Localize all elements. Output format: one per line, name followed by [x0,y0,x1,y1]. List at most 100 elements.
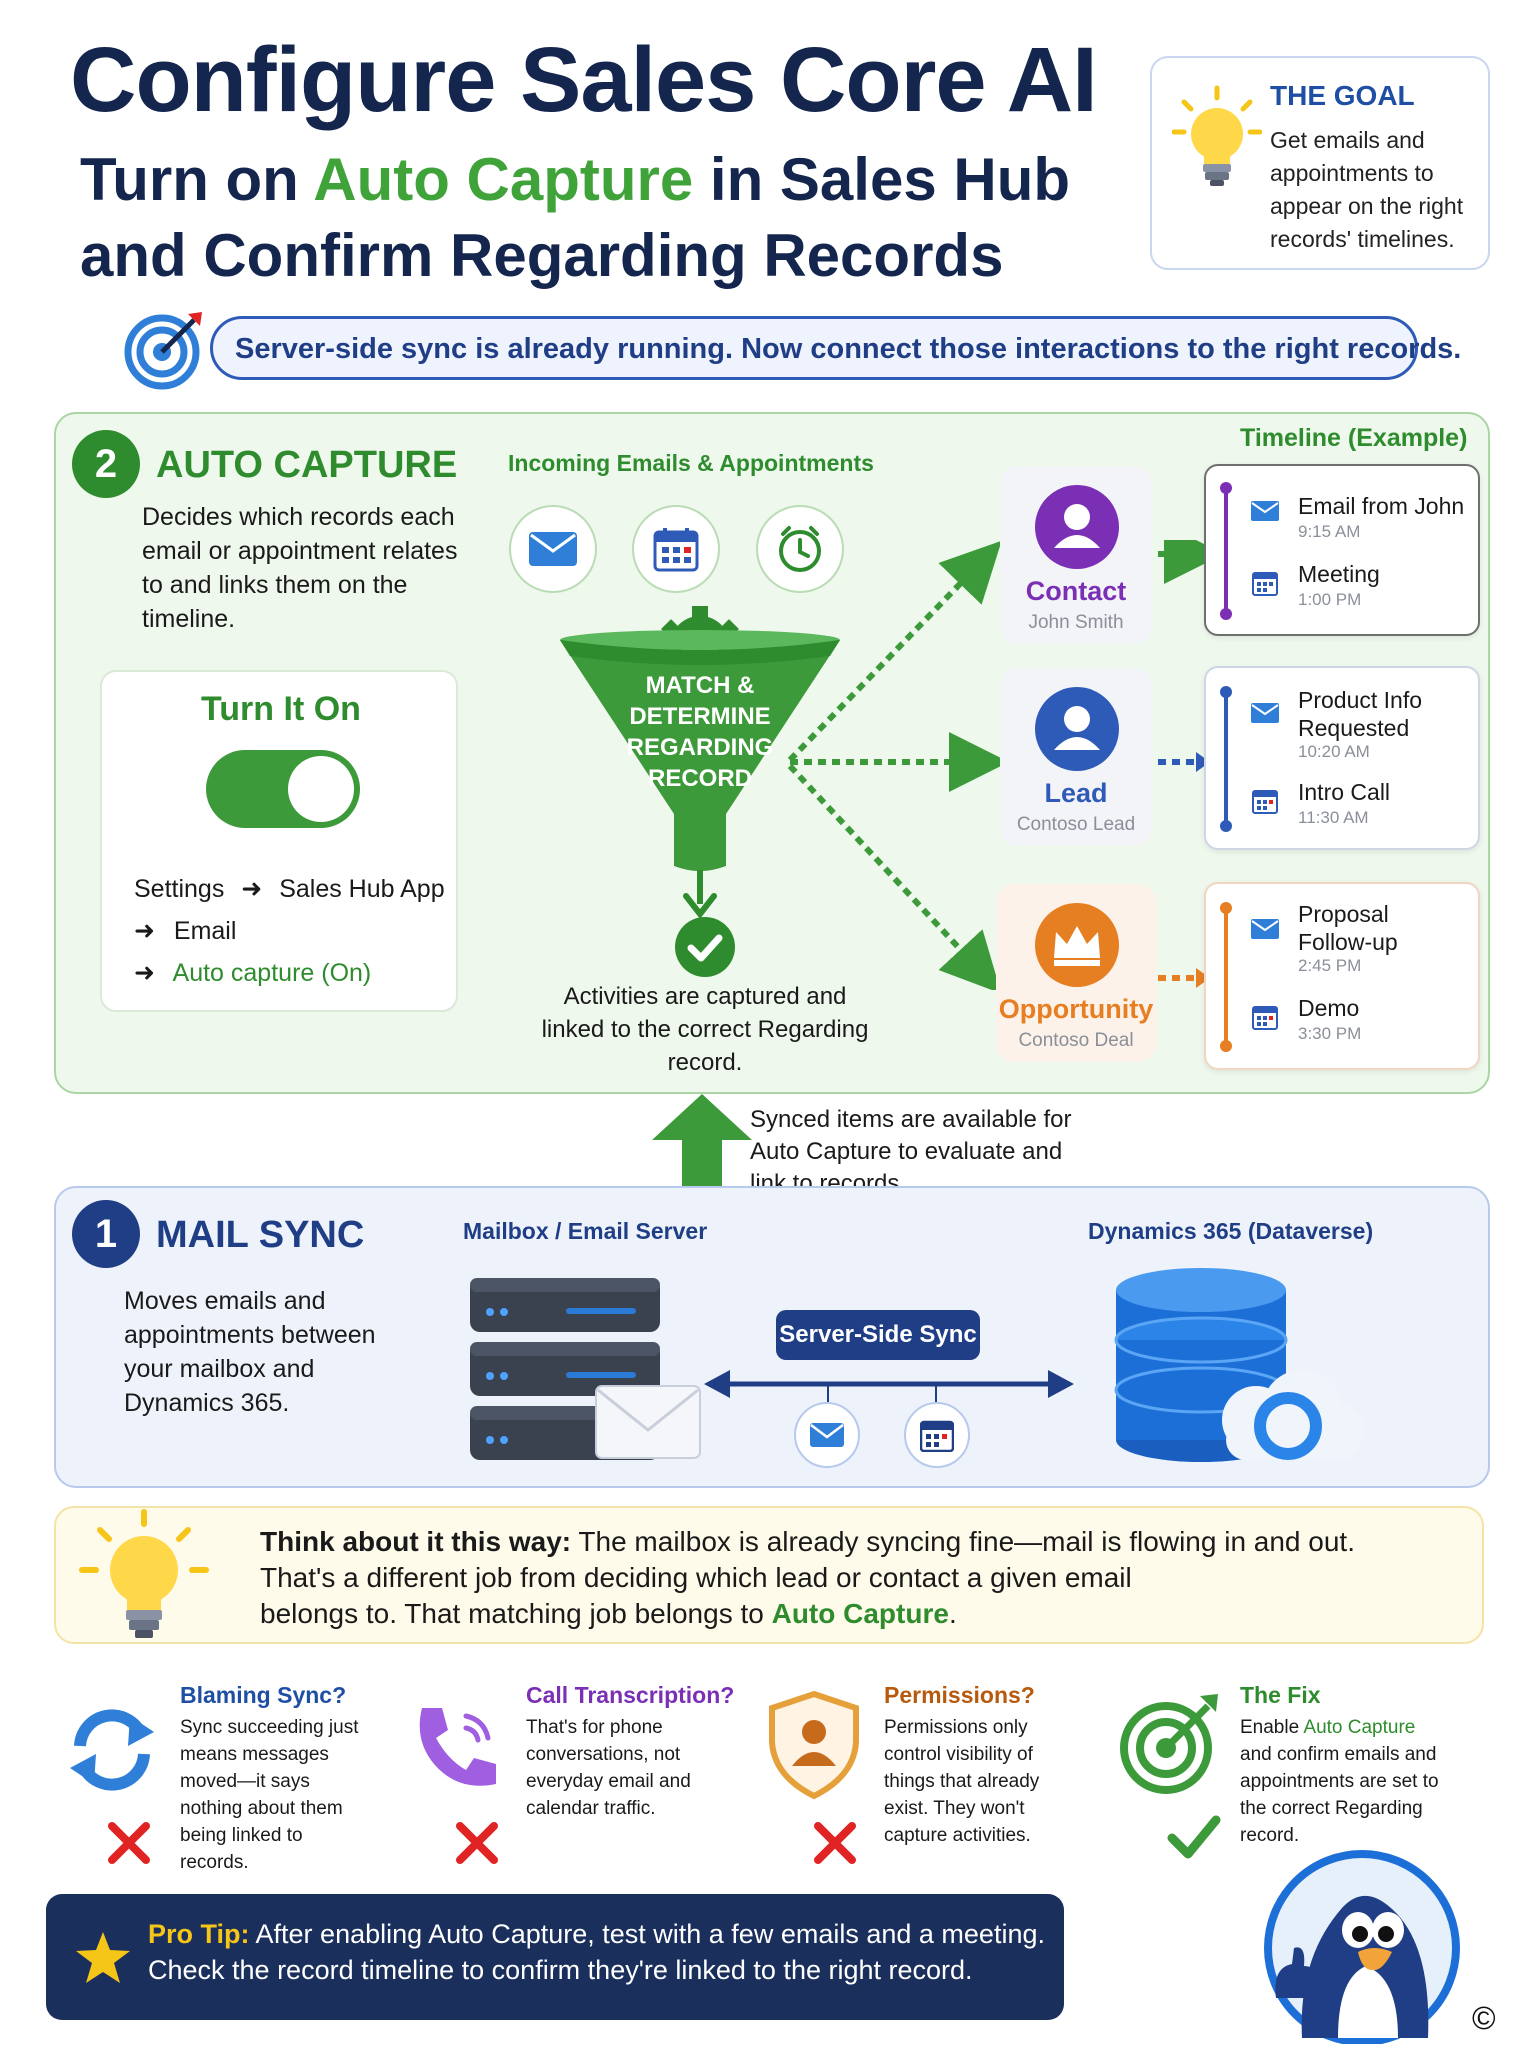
incoming-label: Incoming Emails & Appointments [508,450,874,476]
timeline-item-title: Intro Call [1298,779,1391,805]
email-icon [1250,918,1280,940]
record-name-lead: Contoso Lead [1016,814,1136,835]
timeline-card-lead: Product Info Requested 10:20 AM Intro Ca… [1204,666,1480,850]
timeline-item-time: 3:30 PM [1298,1024,1362,1043]
crown-icon [1034,902,1120,988]
copyright-symbol: © [1472,2000,1496,2036]
x-mark-icon [106,1820,152,1866]
record-card-lead[interactable]: Lead Contoso Lead [1000,668,1152,846]
star-icon [74,1930,132,1986]
auto-capture-description: Decides which records each email or appo… [142,503,458,633]
shield-user-icon [766,1690,862,1800]
record-name-opportunity: Contoso Deal [1018,1030,1134,1051]
server-side-sync-pill: Server-Side Sync [776,1310,980,1360]
timeline-label: Timeline (Example) [1240,424,1468,452]
myth-title: Blaming Sync? [180,1682,347,1708]
goal-title: THE GOAL [1270,80,1415,111]
timeline-item-title: Email from John [1298,493,1465,519]
pro-tip-banner: Pro Tip: After enabling Auto Capture, te… [46,1894,1064,2020]
myth-text: Sync succeeding just means messages move… [180,1717,359,1873]
arrow-right-icon: ➜ [134,917,155,945]
captured-text: Activities are captured and linked to th… [541,983,869,1076]
step-number-1: 1 [72,1200,140,1268]
record-type-lead: Lead [1044,778,1108,808]
routing-arrows [780,540,1210,990]
auto-capture-toggle[interactable] [206,750,360,828]
fix-text: Enable Auto Capture and confirm emails a… [1240,1717,1439,1846]
incoming-calendar-icon [632,505,720,593]
arrow-right-icon: ➜ [134,959,155,987]
timeline-item-time: 9:15 AM [1298,522,1361,541]
x-mark-icon [812,1820,858,1866]
step-number-2: 2 [72,430,140,498]
timeline-item-time: 2:45 PM [1298,956,1362,975]
email-icon [1250,702,1280,724]
page-title: Configure Sales Core AI [70,29,1098,131]
timeline-bar [1224,484,1228,616]
funnel-graphic [540,600,860,940]
funnel-label: MATCH & DETERMINE REGARDING RECORD [626,672,774,792]
sync-email-icon [794,1402,860,1468]
sync-refresh-icon [64,1702,160,1798]
banner-text: Server-side sync is already running. Now… [235,333,1462,365]
toggle-knob [288,756,354,822]
x-mark-icon [454,1820,500,1866]
summary-banner: Server-side sync is already running. Now… [210,316,1461,380]
server-stack-icon [466,1270,706,1464]
record-type-opportunity: Opportunity [998,994,1154,1024]
target-icon [1118,1692,1222,1796]
timeline-item-title: Proposal Follow-up [1298,901,1398,955]
myth-title: Permissions? [884,1682,1035,1708]
myth-text: That's for phone conversations, not ever… [526,1717,691,1819]
record-card-contact[interactable]: Contact John Smith [1000,466,1152,644]
contact-person-icon [1034,484,1120,570]
mail-sync-title: MAIL SYNC [156,1214,365,1256]
check-circle-icon [674,916,736,978]
mailbox-label: Mailbox / Email Server [463,1218,708,1244]
timeline-item-title: Demo [1298,995,1360,1021]
page-subtitle: Turn on Auto Capture in Sales Hub and Co… [80,146,1071,289]
goal-text: Get emails and appointments to appear on… [1270,127,1464,252]
timeline-item-time: 10:20 AM [1298,742,1370,761]
calendar-icon [1252,1004,1278,1030]
sync-calendar-icon [904,1402,970,1468]
subtitle-highlight: Auto Capture [313,146,694,213]
auto-capture-title: AUTO CAPTURE [156,444,458,486]
incoming-email-icon [509,505,597,593]
auto-capture-setting[interactable]: Auto capture (On) [172,959,372,987]
lead-person-icon [1034,686,1120,772]
turn-on-card: Turn It On Settings ➜ Sales Hub App ➜ Em… [100,670,458,1012]
timeline-item-time: 11:30 AM [1298,808,1369,827]
sync-note: Synced items are available for Auto Capt… [750,1106,1072,1197]
dynamics-label: Dynamics 365 (Dataverse) [1088,1218,1374,1244]
phone-icon [408,1700,504,1796]
myth-text: Permissions only control visibility of t… [884,1717,1040,1846]
mail-sync-description: Moves emails and appointments between yo… [124,1287,376,1417]
timeline-item-title: Meeting [1298,561,1380,587]
think-panel: Think about it this way: The mailbox is … [54,1506,1484,1644]
pro-tip-text: Pro Tip: After enabling Auto Capture, te… [148,1919,1045,1985]
think-text: Think about it this way: The mailbox is … [260,1526,1355,1629]
lightbulb-icon [74,1508,214,1644]
settings-path-line3: ➜ Auto capture (On) [134,958,371,988]
database-cloud-icon [1106,1260,1366,1470]
check-mark-icon [1166,1814,1222,1860]
bidirectional-arrow [704,1364,1074,1404]
timeline-item-title: Product Info Requested [1298,687,1423,741]
settings-path-line2: ➜ Email [134,917,237,945]
record-card-opportunity[interactable]: Opportunity Contoso Deal [996,884,1156,1062]
target-icon [122,308,206,392]
settings-path-line1: Settings ➜ Sales Hub App [134,875,445,903]
email-icon [1250,500,1280,522]
turn-on-title: Turn It On [201,690,361,728]
incoming-clock-icon [756,505,844,593]
timeline-card-opportunity: Proposal Follow-up 2:45 PM Demo 3:30 PM [1204,882,1480,1070]
fix-title: The Fix [1240,1682,1321,1708]
timeline-card-contact: Email from John 9:15 AM Meeting 1:00 PM [1204,464,1480,636]
timeline-bar [1224,904,1228,1048]
record-name-contact: John Smith [1028,612,1124,633]
arrow-right-icon: ➜ [241,875,263,903]
calendar-icon [1252,570,1278,596]
record-type-contact: Contact [1025,576,1127,606]
lightbulb-icon [1172,84,1262,194]
